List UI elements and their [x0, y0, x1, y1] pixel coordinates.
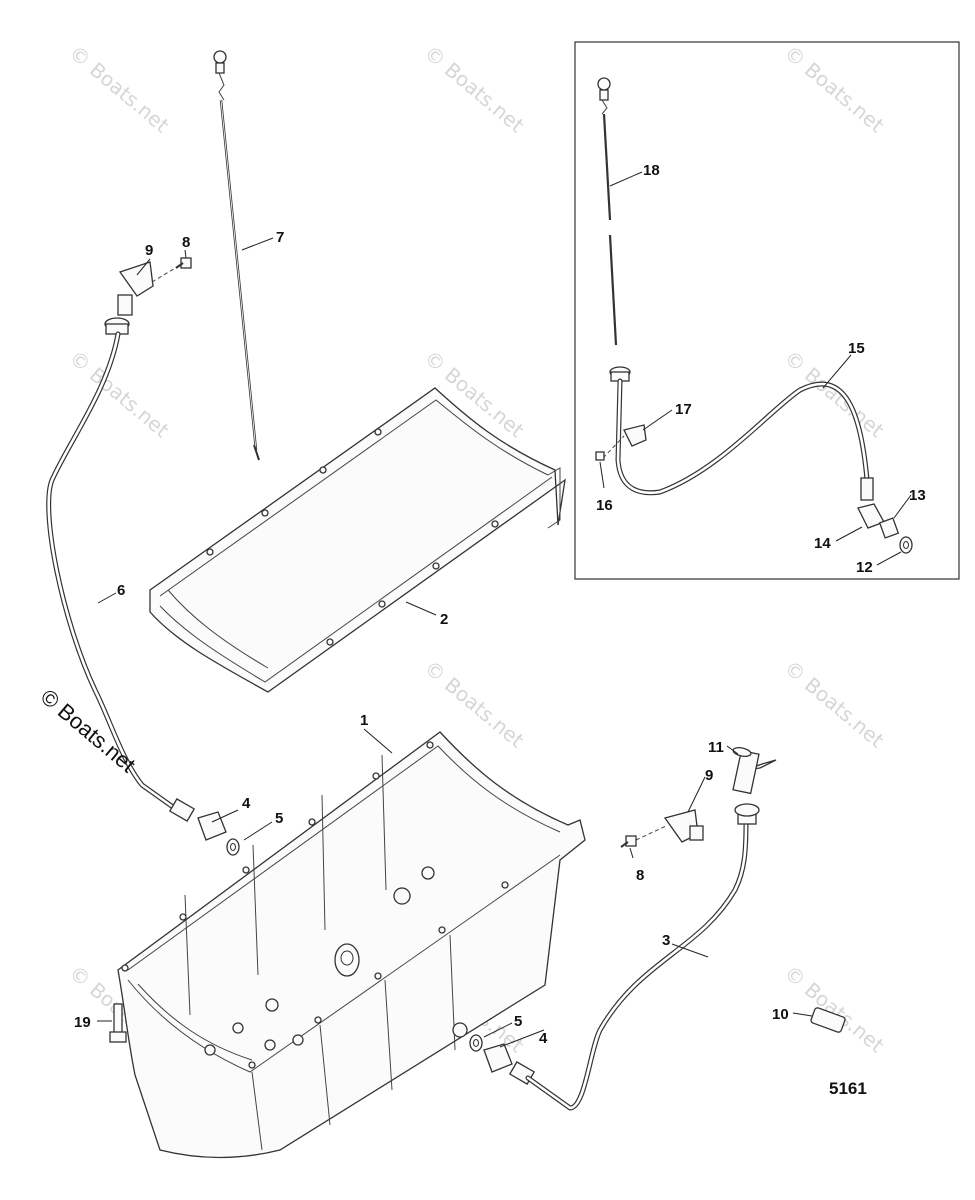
tube-clip-right[interactable]: [663, 809, 704, 843]
callout-label: 10: [772, 1006, 789, 1023]
dipstick-tube-right[interactable]: [508, 803, 760, 1111]
drawing-number: 5161: [829, 1079, 867, 1098]
watermark: © Boats.net: [780, 40, 889, 137]
inset-adapter[interactable]: [878, 517, 900, 539]
pan-bolt[interactable]: [109, 1003, 127, 1043]
inset-washer[interactable]: [899, 536, 913, 554]
watermark: © Boats.net: [65, 40, 174, 137]
callout-labels: 1 2 3 4 5 6 7 8 9 4 5 8 9 10 11 12 13 14…: [74, 162, 926, 1047]
clip-screw-right[interactable]: [620, 835, 637, 848]
inset-dipstick[interactable]: [597, 77, 618, 346]
leader-lines: [97, 171, 912, 1048]
callout-label: 19: [74, 1014, 91, 1031]
callout-label: 5: [514, 1013, 522, 1030]
callout-label: 16: [596, 497, 613, 514]
callout-label: 17: [675, 401, 692, 418]
oil-pan[interactable]: [117, 731, 586, 1159]
callout-label: 18: [643, 162, 660, 179]
callout-label: 3: [662, 932, 670, 949]
washer-right[interactable]: [469, 1034, 483, 1052]
inset-tube[interactable]: [609, 366, 874, 501]
watermark: © Boats.net: [780, 655, 889, 752]
callout-label: 13: [909, 487, 926, 504]
inset-screw[interactable]: [595, 451, 605, 461]
callout-label: 9: [145, 242, 153, 259]
callout-label: 15: [848, 340, 865, 357]
tube-fitting-right[interactable]: [483, 1043, 513, 1073]
callout-label: 4: [242, 795, 251, 812]
callout-label: 9: [705, 767, 713, 784]
callout-label: 6: [117, 582, 125, 599]
watermark: © Boats.net: [780, 960, 889, 1057]
dipstick-tube[interactable]: [46, 317, 196, 822]
callout-label: 7: [276, 229, 284, 246]
assembly-line: [602, 435, 625, 459]
watermark: © Boats.net: [420, 40, 529, 137]
dipstick[interactable]: [213, 50, 260, 461]
callout-label: 11: [708, 739, 724, 756]
callout-label: 2: [440, 611, 448, 628]
callout-label: 1: [360, 712, 368, 729]
callout-label: 5: [275, 810, 283, 827]
callout-label: 4: [539, 1030, 548, 1047]
tube-clip[interactable]: [117, 261, 154, 316]
inset-clip[interactable]: [623, 424, 647, 447]
callout-label: 8: [182, 234, 190, 251]
oil-pan-gasket[interactable]: [149, 387, 566, 693]
callout-label: 14: [814, 535, 831, 552]
callout-label: 12: [856, 559, 873, 576]
clip-screw[interactable]: [175, 257, 192, 269]
inset-frame: [574, 41, 960, 580]
sleeve-upper[interactable]: [732, 746, 777, 795]
sealing-washer-left[interactable]: [226, 838, 240, 856]
callout-label: 8: [636, 867, 644, 884]
tube-fitting-left[interactable]: [197, 811, 227, 841]
sleeve-lower[interactable]: [810, 1007, 846, 1033]
assembly-line: [635, 825, 667, 841]
